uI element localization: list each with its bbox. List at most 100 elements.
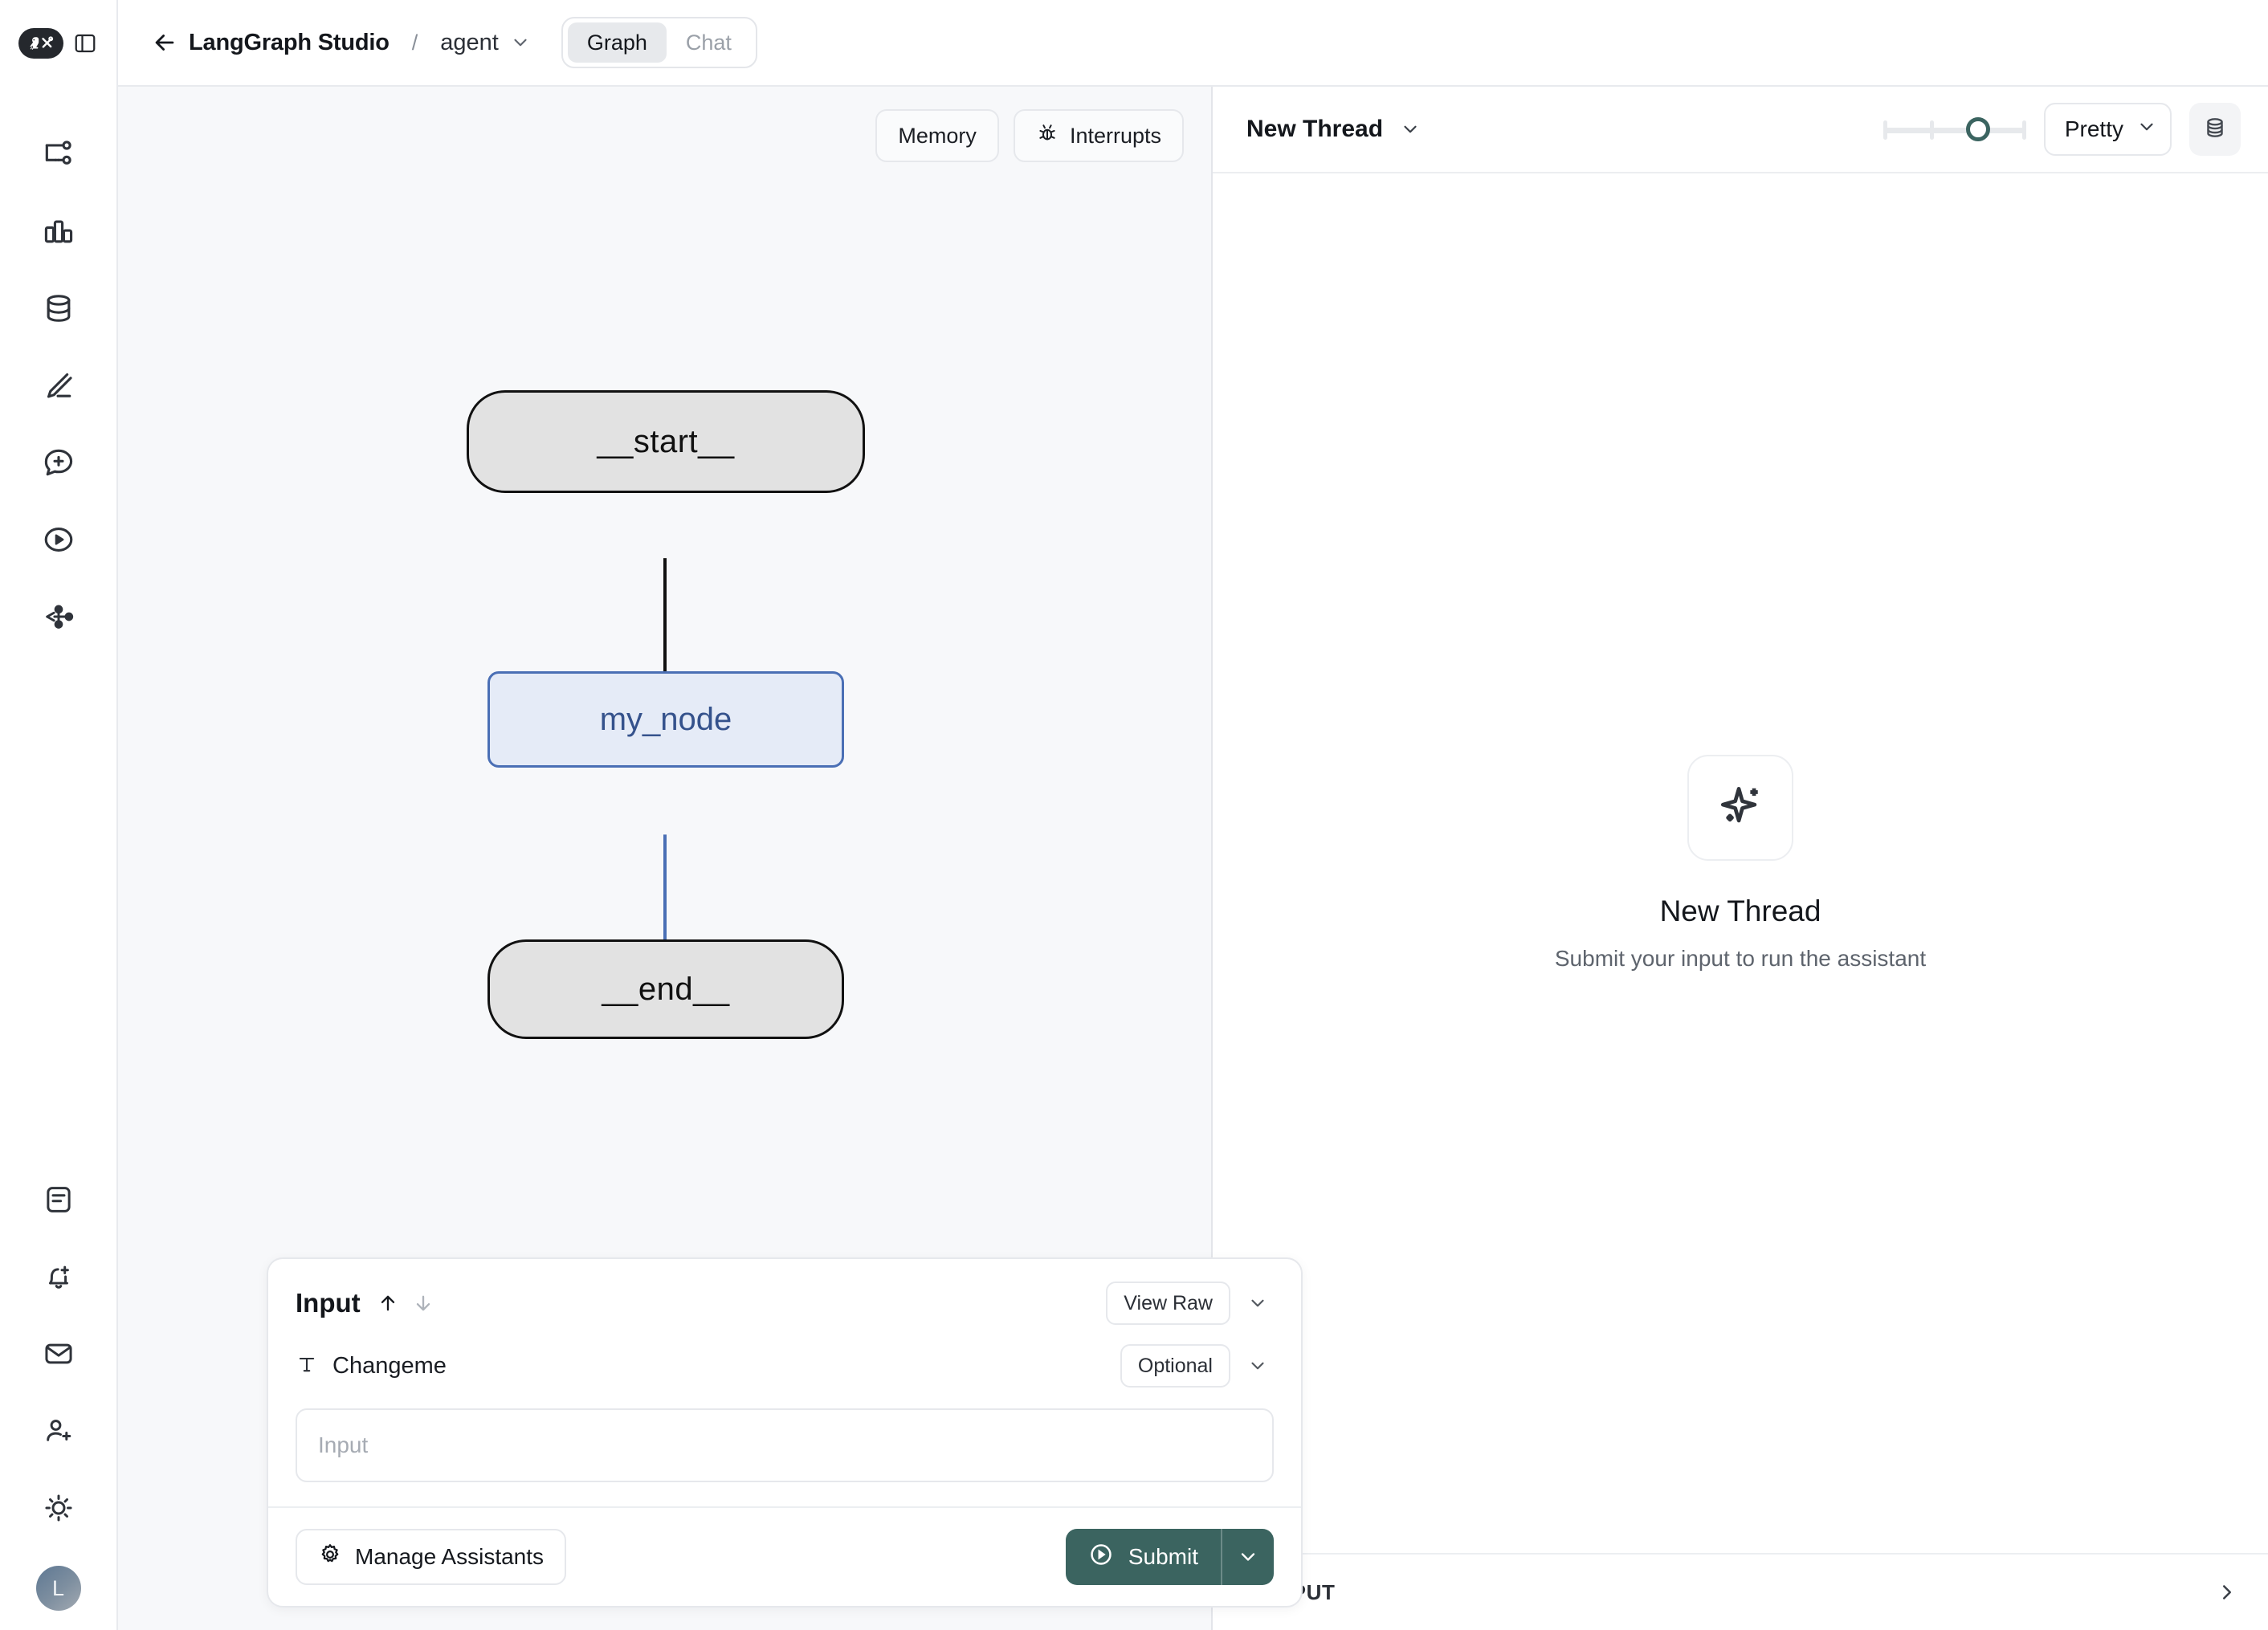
interrupts-button[interactable]: Interrupts	[1013, 109, 1184, 162]
sidebar-item-inbox[interactable]	[20, 1315, 97, 1392]
bell-plus-icon	[42, 1260, 75, 1294]
input-card: Input View Raw	[267, 1257, 1303, 1608]
input-collapse-chevron-down-icon[interactable]	[1242, 1287, 1274, 1319]
submit-button-label: Submit	[1128, 1544, 1198, 1569]
status-badge[interactable]: Optional	[1120, 1344, 1230, 1388]
thread-empty-state: New Thread Submit your input to run the …	[1213, 173, 2268, 1553]
play-circle-icon	[41, 522, 76, 557]
envelope-icon	[42, 1337, 75, 1371]
tab-graph[interactable]: Graph	[567, 22, 667, 63]
rail-secondary-nav: L	[0, 1161, 116, 1611]
page-title: LangGraph Studio	[189, 29, 390, 55]
view-raw-button[interactable]: View Raw	[1106, 1282, 1230, 1325]
pencil-icon	[41, 368, 76, 403]
avatar[interactable]: L	[35, 1566, 81, 1611]
submit-button[interactable]: Submit	[1066, 1529, 1221, 1585]
format-select[interactable]: Pretty	[2043, 103, 2172, 156]
field-collapse-chevron-down-icon[interactable]	[1242, 1350, 1274, 1382]
database-icon	[41, 291, 76, 326]
text-type-icon	[296, 1353, 318, 1379]
empty-state-subtitle: Submit your input to run the assistant	[1554, 946, 1927, 971]
thread-selector-chevron-down-icon[interactable]	[1394, 113, 1426, 145]
submit-divider	[1221, 1529, 1222, 1585]
density-slider[interactable]	[1883, 113, 2026, 145]
empty-state-title: New Thread	[1659, 894, 1821, 927]
arrow-down-icon[interactable]	[412, 1292, 434, 1314]
manage-assistants-button[interactable]: Manage Assistants	[296, 1529, 567, 1585]
left-rail: L	[0, 0, 118, 1630]
arrow-left-icon[interactable]	[147, 25, 182, 60]
sidebar-item-prompts[interactable]	[20, 424, 97, 501]
graph-toolbar: Memory Interrupts	[875, 109, 1184, 162]
input-card-header-actions: View Raw	[1106, 1282, 1274, 1325]
submit-button-group: Submit	[1065, 1529, 1274, 1585]
sidebar-toggle-icon[interactable]	[71, 30, 99, 57]
graph-node-end[interactable]: __end__	[487, 939, 844, 1039]
play-circle-icon	[1088, 1542, 1114, 1573]
thread-pane: New Thread Pretty	[1213, 87, 2268, 1630]
output-panel-toggle[interactable]: OUTPUT	[1213, 1553, 2268, 1630]
slider-track	[1883, 128, 2026, 133]
body-split: Memory Interrupts	[118, 87, 2268, 1630]
input-card-title: Input	[296, 1288, 361, 1318]
arrow-up-icon[interactable]	[377, 1292, 399, 1314]
share-nodes-icon	[41, 599, 76, 634]
sidebar-item-datasets[interactable]	[20, 270, 97, 347]
sidebar-item-playground[interactable]	[20, 501, 97, 578]
interrupts-button-label: Interrupts	[1069, 123, 1161, 148]
sidebar-item-theme[interactable]	[20, 1469, 97, 1546]
topbar: LangGraph Studio / agent Graph Chat	[118, 0, 2268, 87]
submit-options-chevron-down-icon[interactable]	[1222, 1529, 1274, 1585]
langgraph-parrot-tools-icon[interactable]	[18, 28, 63, 59]
thread-selector-label[interactable]: New Thread	[1246, 116, 1384, 142]
bar-chart-icon	[41, 214, 76, 249]
input-card-footer: Manage Assistants Submit	[268, 1506, 1301, 1606]
changeme-input[interactable]: Input	[296, 1408, 1274, 1482]
view-mode-tabs: Graph Chat	[561, 17, 757, 68]
rail-primary-nav	[20, 116, 97, 655]
slider-tick-max	[2021, 120, 2026, 140]
chevron-down-icon[interactable]	[510, 32, 531, 53]
sidebar-item-alerts[interactable]	[20, 1238, 97, 1315]
input-field-actions: Optional	[1120, 1344, 1274, 1388]
input-field-row: Changeme Optional	[268, 1333, 1301, 1391]
tab-chat[interactable]: Chat	[685, 30, 732, 55]
sparkle-icon	[1687, 755, 1793, 861]
bug-icon	[1036, 122, 1059, 150]
sun-icon	[42, 1491, 75, 1525]
rail-logo-row	[0, 0, 116, 87]
main-column: LangGraph Studio / agent Graph Chat Memo…	[118, 0, 2268, 1630]
memory-button[interactable]: Memory	[875, 109, 999, 162]
input-field-label: Changeme	[332, 1352, 447, 1379]
thread-pane-header: New Thread Pretty	[1213, 87, 2268, 173]
graph-node-start[interactable]: __start__	[467, 390, 865, 493]
manage-assistants-label: Manage Assistants	[355, 1544, 545, 1569]
assistant-name[interactable]: agent	[440, 29, 499, 55]
sidebar-item-monitoring[interactable]	[20, 193, 97, 270]
memory-button-label: Memory	[898, 123, 977, 148]
database-icon	[2202, 115, 2228, 145]
chat-plus-icon	[41, 445, 76, 480]
graph-node-my-node[interactable]: my_node	[487, 671, 844, 768]
sidebar-item-annotate[interactable]	[20, 347, 97, 424]
chevron-right-icon[interactable]	[2215, 1580, 2239, 1604]
slider-thumb[interactable]	[1965, 117, 1990, 141]
sidebar-item-invite[interactable]	[20, 1392, 97, 1469]
sidebar-item-docs[interactable]	[20, 1161, 97, 1238]
graph-canvas[interactable]: __start__ my_node __end__	[118, 87, 1211, 1630]
state-data-button[interactable]	[2189, 103, 2241, 156]
graph-branch-icon	[41, 137, 76, 172]
document-text-icon	[42, 1183, 75, 1216]
input-card-header: Input View Raw	[268, 1259, 1301, 1333]
graph-pane: Memory Interrupts	[118, 87, 1303, 1630]
thread-pane-header-actions: Pretty	[1883, 103, 2241, 156]
slider-tick-min	[1883, 120, 1887, 140]
chevron-down-icon	[2136, 116, 2157, 143]
gear-icon	[318, 1542, 342, 1572]
sidebar-item-graphs[interactable]	[20, 116, 97, 193]
format-select-value: Pretty	[2064, 116, 2123, 141]
sidebar-item-deployments[interactable]	[20, 578, 97, 655]
user-plus-icon	[42, 1414, 75, 1448]
slider-tick-mid	[1929, 120, 1934, 140]
